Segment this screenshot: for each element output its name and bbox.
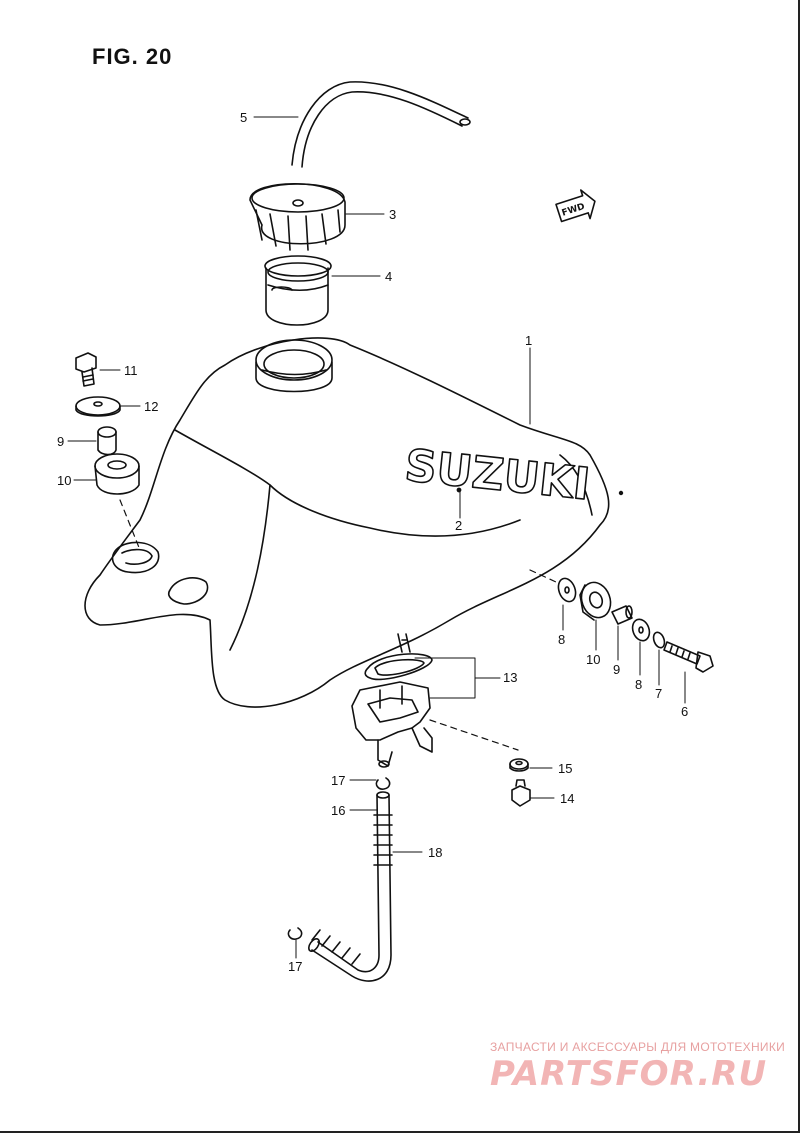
clip-lower [287,927,303,940]
bolt-right [663,641,714,673]
collar-right [611,605,633,625]
stray-dot [618,490,624,496]
fwd-arrow-badge: FWD [555,189,596,223]
callout-9-left: 9 [57,434,64,449]
screw-14 [511,779,531,807]
fuel-tank [84,337,610,708]
callout-5: 5 [240,110,247,125]
callout-15: 15 [558,761,572,776]
callout-16: 16 [331,803,345,818]
callout-17-upper: 17 [331,773,345,788]
callout-10-left: 10 [57,473,71,488]
spring-washer [652,631,666,649]
collar-left [97,426,117,456]
callout-17-lower: 17 [288,959,302,974]
fuel-cap [249,182,346,251]
callout-4: 4 [385,269,392,284]
washer-15 [509,758,529,772]
suzuki-emblem-text: SUZUKI [402,440,592,510]
washer-right-1 [557,577,577,603]
callout-18: 18 [428,845,442,860]
bolt-left [75,352,97,387]
figure-title: FIG. 20 [92,44,173,69]
callout-11: 11 [124,363,138,378]
callout-14: 14 [560,791,574,806]
cushion-right [579,581,612,621]
fuel-hose [308,791,393,982]
callout-8-second: 8 [635,677,642,692]
callout-8-first: 8 [558,632,565,647]
callout-13: 13 [503,670,517,685]
callout-9-right: 9 [613,662,620,677]
suzuki-emblem: SUZUKI [402,439,593,511]
cushion-left [94,453,140,495]
filler-neck-sleeve [264,255,332,326]
callouts: 5 3 4 1 11 12 9 10 2 8 10 9 8 7 6 13 15 … [57,110,688,974]
breather-hose [291,81,471,168]
fuel-cock [351,633,433,768]
callout-6: 6 [681,704,688,719]
callout-7: 7 [655,686,662,701]
clip-upper [375,777,391,790]
callout-10-right: 10 [586,652,600,667]
watermark-caption: ЗАПЧАСТИ И АКСЕССУАРЫ ДЛЯ МОТОТЕХНИКИ [490,1040,786,1054]
leader-lines [67,116,686,959]
callout-3: 3 [389,207,396,222]
callout-2: 2 [455,518,462,533]
watermark-logo: PARTSFOR.RU [490,1054,768,1094]
washer-right-2 [631,618,651,642]
callout-1: 1 [525,333,532,348]
washer-left [75,396,121,417]
emblem-dot [456,487,462,493]
callout-12: 12 [144,399,158,414]
